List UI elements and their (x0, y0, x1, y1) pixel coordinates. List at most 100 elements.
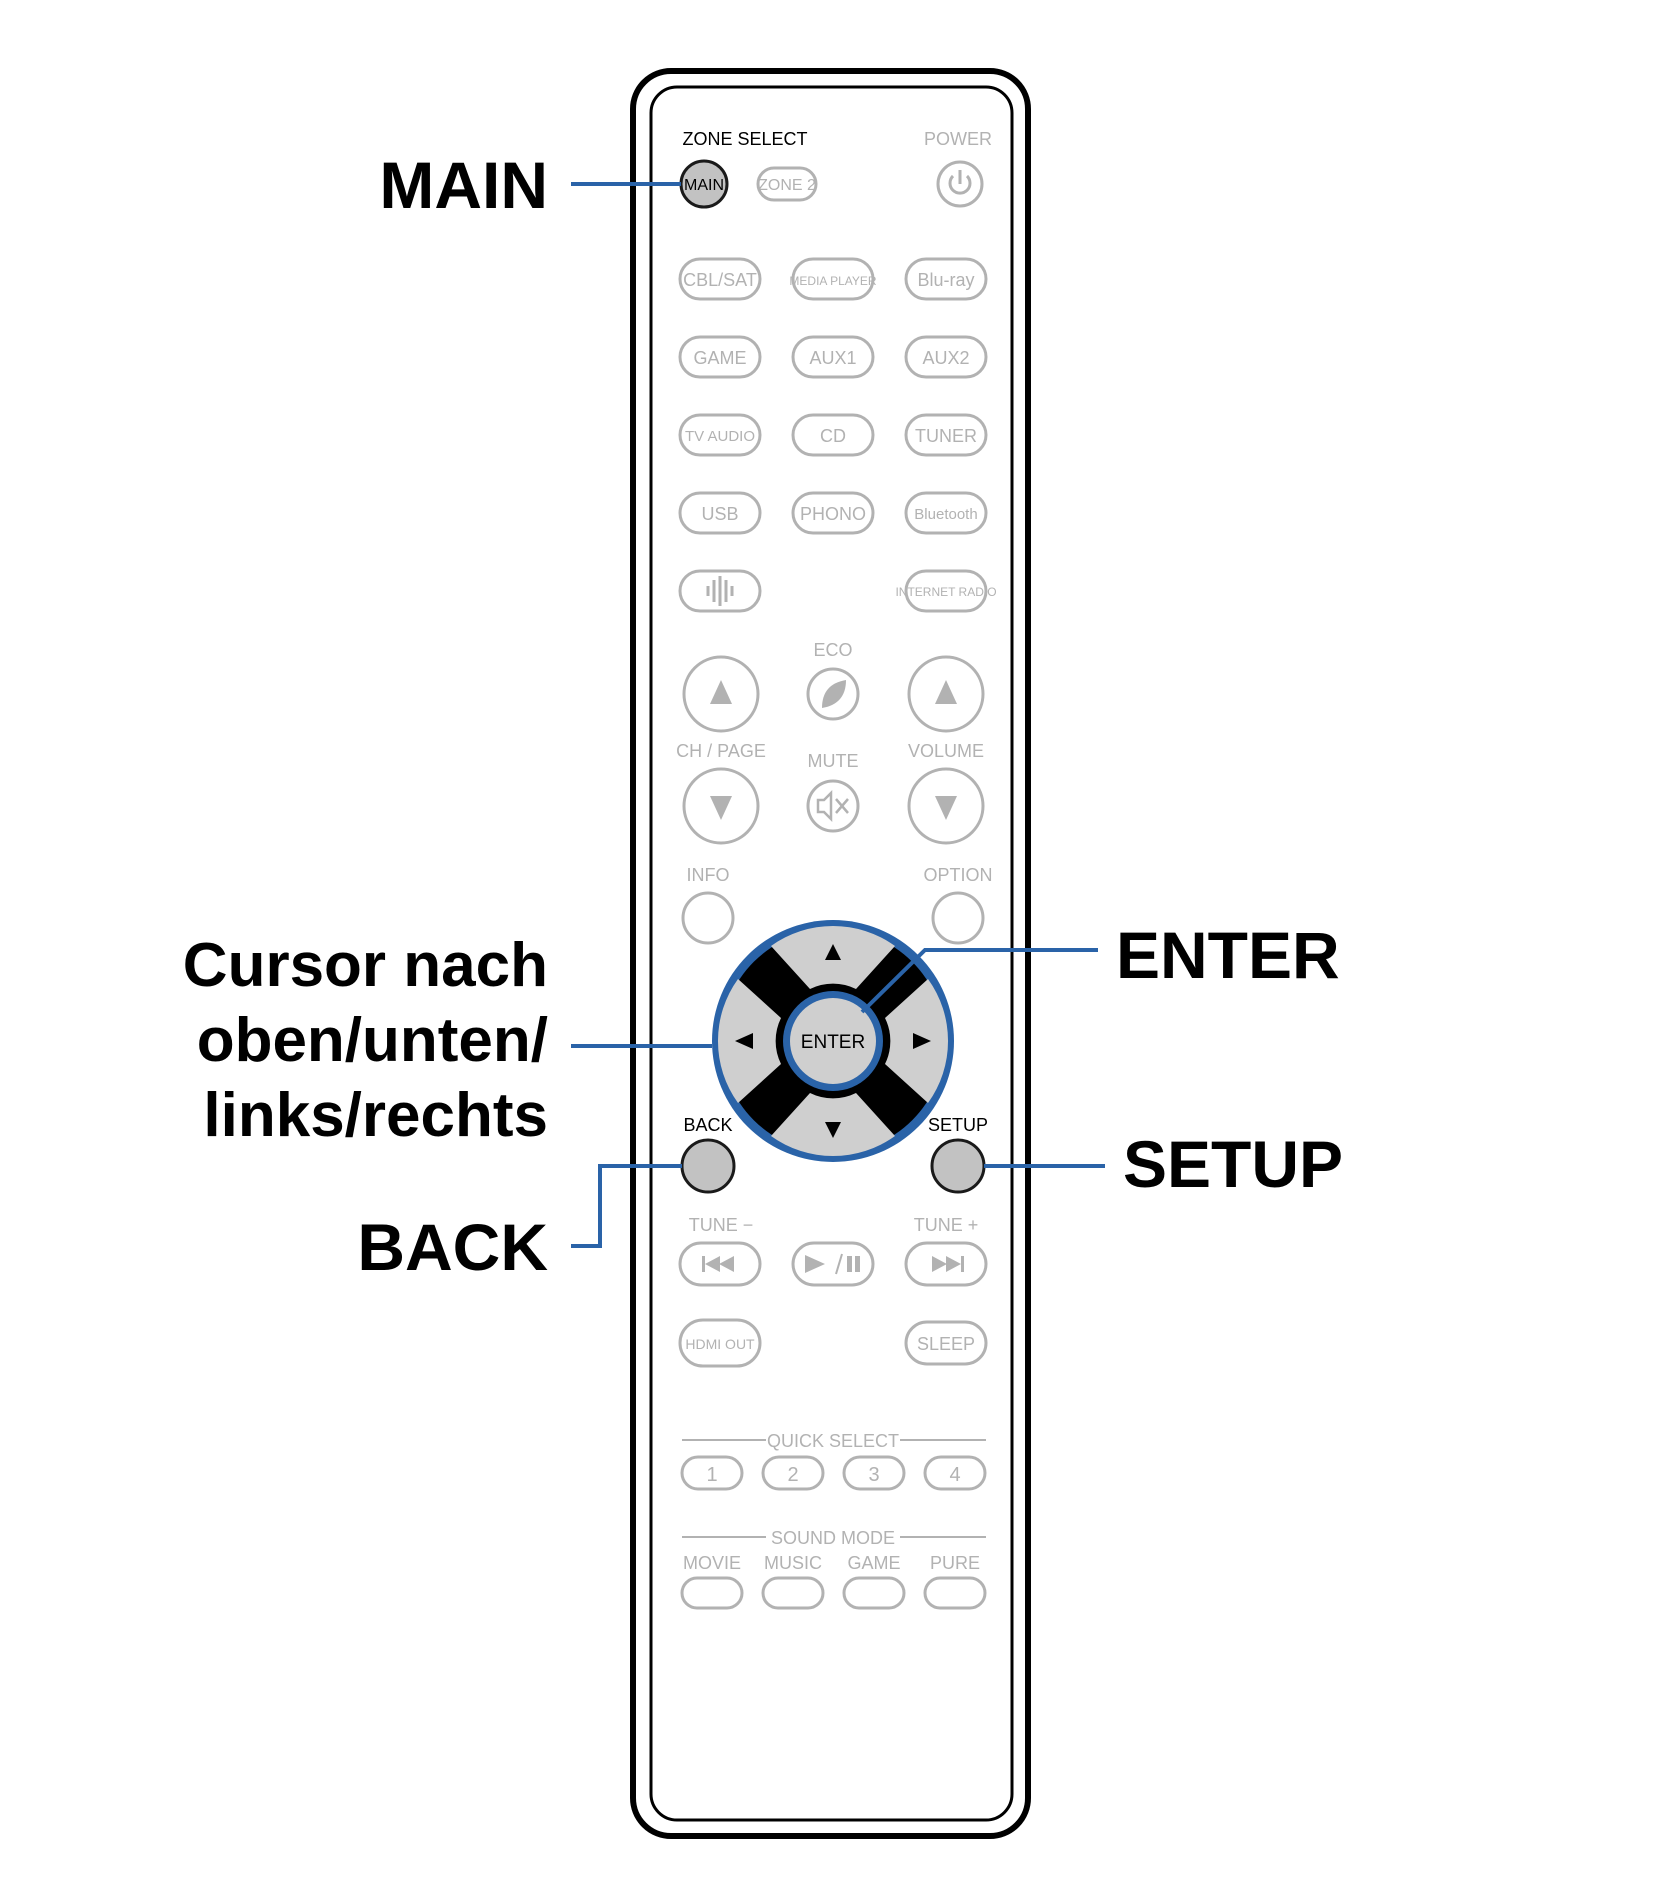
game-label: GAME (693, 348, 746, 368)
back-button[interactable] (680, 1138, 736, 1194)
cd-button[interactable]: CD (791, 413, 875, 457)
power-icon (948, 170, 972, 195)
option-button[interactable] (931, 891, 985, 945)
tuner-button[interactable]: TUNER (904, 413, 988, 457)
cursor-callout: Cursor nach oben/unten/ links/rechts (182, 931, 548, 1150)
play-pause-icon (805, 1253, 860, 1275)
movie-button[interactable] (680, 1576, 744, 1610)
aux1-button[interactable]: AUX1 (791, 335, 875, 379)
up-arrow-icon (825, 944, 841, 960)
phono-button[interactable]: PHONO (791, 491, 875, 535)
enter-callout: ENTER (1116, 918, 1340, 992)
power-button[interactable] (936, 160, 984, 208)
heos-icon (706, 576, 734, 606)
volume-up-button[interactable] (907, 655, 985, 733)
tv-audio-button[interactable]: TV AUDIO (678, 413, 762, 457)
internet-radio-button[interactable]: INTERNET RADIO (895, 569, 997, 613)
zone2-button-label: ZONE 2 (758, 177, 816, 194)
source-row-2: GAME AUX1 AUX2 (678, 335, 988, 379)
eco-label: ECO (813, 640, 852, 660)
quick-select-3-button[interactable]: 3 (842, 1455, 906, 1491)
media-player-button[interactable]: MEDIA PLAYER (789, 257, 877, 301)
tuner-label: TUNER (915, 426, 977, 446)
enter-leader-line (860, 948, 1098, 1014)
main-button-label: MAIN (684, 177, 724, 194)
music-button[interactable] (761, 1576, 825, 1610)
ch-page-up-button[interactable] (682, 655, 760, 733)
remote-body-inner (649, 85, 1014, 1822)
blu-ray-button[interactable]: Blu-ray (904, 257, 988, 301)
bluetooth-label: Bluetooth (914, 506, 977, 523)
aux1-label: AUX1 (809, 348, 856, 368)
heos-button[interactable] (678, 569, 762, 613)
main-button[interactable]: MAIN (679, 159, 729, 209)
tune-plus-label: TUNE + (914, 1215, 979, 1235)
quick-select-2-button[interactable]: 2 (761, 1455, 825, 1491)
source-row-3: TV AUDIO CD TUNER (678, 413, 988, 457)
left-arrow-icon (735, 1033, 753, 1049)
blu-ray-label: Blu-ray (917, 270, 974, 290)
ch-page-down-button[interactable] (682, 767, 760, 845)
quick-select-4-label: 4 (949, 1464, 960, 1486)
quick-select-2-label: 2 (787, 1464, 798, 1486)
media-player-label: MEDIA PLAYER (789, 274, 876, 288)
zone2-button[interactable]: ZONE 2 (756, 166, 818, 202)
quick-select-4-button[interactable]: 4 (923, 1455, 987, 1491)
zone-select-label: ZONE SELECT (682, 129, 807, 149)
skip-forward-icon (932, 1256, 964, 1272)
play-pause-button[interactable] (791, 1241, 875, 1287)
setup-button[interactable] (930, 1138, 986, 1194)
tune-minus-label: TUNE − (689, 1215, 754, 1235)
aux2-label: AUX2 (922, 348, 969, 368)
eco-button[interactable] (806, 667, 860, 721)
skip-back-icon (702, 1256, 734, 1272)
game-mode-button[interactable] (842, 1576, 906, 1610)
option-label: OPTION (923, 865, 992, 885)
aux2-button[interactable]: AUX2 (904, 335, 988, 379)
ch-page-label: CH / PAGE (676, 741, 766, 761)
sound-mode-label: SOUND MODE (771, 1528, 895, 1548)
game-button[interactable]: GAME (678, 335, 762, 379)
info-button[interactable] (681, 891, 735, 945)
skip-back-button[interactable] (678, 1241, 762, 1287)
cbl-sat-button[interactable]: CBL/SAT (678, 257, 762, 301)
cd-label: CD (820, 426, 846, 446)
enter-button-label: ENTER (801, 1032, 865, 1053)
sound-mode-section: SOUND MODE MOVIE MUSIC GAME PURE (680, 1528, 987, 1610)
pure-button[interactable] (923, 1576, 987, 1610)
quick-select-1-button[interactable]: 1 (680, 1455, 744, 1491)
movie-label: MOVIE (683, 1553, 741, 1573)
hdmi-out-button[interactable]: HDMI OUT (678, 1318, 762, 1368)
bluetooth-button[interactable]: Bluetooth (904, 491, 988, 535)
enter-button[interactable]: ENTER (783, 991, 883, 1091)
mute-label: MUTE (808, 751, 859, 771)
mute-button[interactable] (806, 779, 860, 833)
volume-down-button[interactable] (907, 767, 985, 845)
skip-forward-button[interactable] (904, 1241, 988, 1287)
internet-radio-label: INTERNET RADIO (895, 585, 996, 599)
hdmi-out-label: HDMI OUT (685, 1336, 755, 1352)
source-row-1: CBL/SAT MEDIA PLAYER Blu-ray (678, 257, 988, 301)
tv-audio-label: TV AUDIO (685, 428, 755, 445)
cbl-sat-label: CBL/SAT (683, 270, 757, 290)
down-arrow-icon (825, 1122, 841, 1138)
usb-label: USB (701, 504, 738, 524)
power-label: POWER (924, 129, 992, 149)
info-label: INFO (687, 865, 730, 885)
setup-label: SETUP (928, 1115, 988, 1135)
up-arrow-icon (710, 680, 732, 704)
quick-select-3-label: 3 (868, 1464, 879, 1486)
remote-body-outer (630, 68, 1031, 1839)
pure-label: PURE (930, 1553, 980, 1573)
sleep-button[interactable]: SLEEP (904, 1320, 988, 1366)
quick-select-section: QUICK SELECT 1 2 3 4 (680, 1431, 987, 1491)
right-arrow-icon (913, 1033, 931, 1049)
usb-button[interactable]: USB (678, 491, 762, 535)
leaf-icon (822, 680, 846, 708)
game-mode-label: GAME (847, 1553, 900, 1573)
down-arrow-icon (710, 796, 732, 820)
sleep-label: SLEEP (917, 1334, 975, 1354)
quick-select-1-label: 1 (706, 1464, 717, 1486)
up-arrow-icon (935, 680, 957, 704)
